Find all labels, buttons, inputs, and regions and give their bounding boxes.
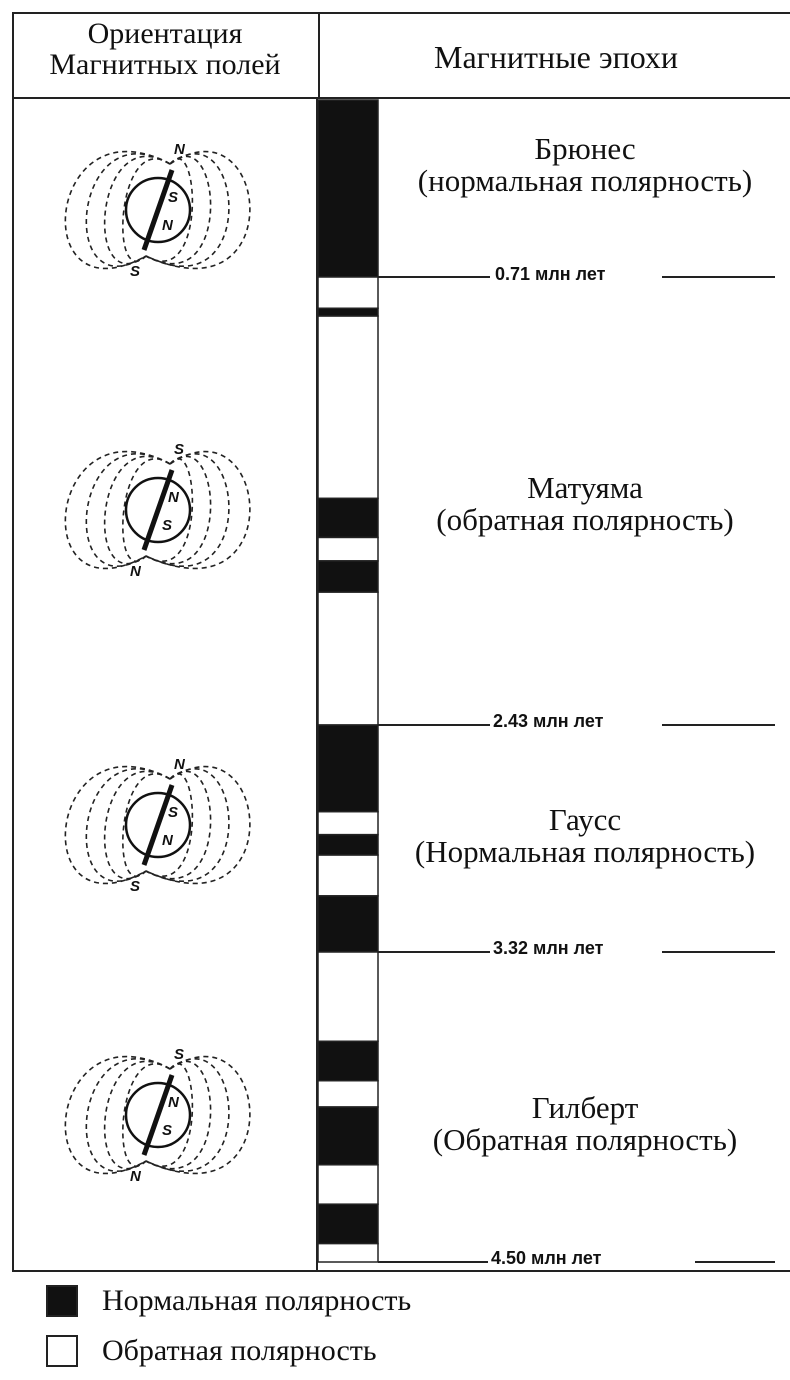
polarity-band-reversed	[318, 592, 378, 725]
polarity-band-normal	[318, 498, 378, 537]
epoch-name: Матуяма	[390, 472, 780, 504]
polarity-band-reversed	[318, 812, 378, 835]
outer-pole-top: S	[174, 1046, 184, 1063]
epoch-matuyama: Матуяма (обратная полярность)	[390, 472, 780, 536]
boundary-label-2: 3.32 млн лет	[490, 938, 606, 959]
inner-pole-bottom: N	[162, 217, 174, 234]
outer-pole-bottom: S	[130, 878, 140, 895]
polarity-band-normal	[318, 835, 378, 855]
boundary-label-0: 0.71 млн лет	[492, 264, 608, 285]
boundary-label-3: 4.50 млн лет	[488, 1248, 604, 1269]
inner-pole-top: S	[168, 189, 178, 206]
polarity-band-reversed	[318, 1165, 378, 1204]
inner-pole-bottom: S	[162, 1122, 172, 1139]
polarity-band-normal	[318, 561, 378, 592]
polarity-band-reversed	[318, 1244, 378, 1262]
epoch-gilbert: Гилберт (Обратная полярность)	[390, 1092, 780, 1156]
epoch-name: Брюнес	[390, 133, 780, 165]
outer-pole-bottom: N	[130, 563, 142, 580]
outer-pole-bottom: S	[130, 263, 140, 280]
legend-normal-label: Нормальная полярность	[102, 1284, 411, 1318]
inner-pole-bottom: N	[162, 832, 174, 849]
polarity-band-reversed	[318, 1081, 378, 1107]
outer-pole-top: N	[174, 141, 186, 158]
polarity-band-normal	[318, 308, 378, 316]
epoch-polarity: (нормальная полярность)	[390, 165, 780, 197]
epoch-name: Гилберт	[390, 1092, 780, 1124]
epoch-gauss: Гаусс (Нормальная полярность)	[380, 804, 790, 868]
polarity-band-normal	[318, 1204, 378, 1243]
outer-pole-top: N	[174, 756, 186, 773]
polarity-band-normal	[318, 100, 378, 277]
epoch-brunhes: Брюнес (нормальная полярность)	[390, 133, 780, 197]
polarity-band-normal	[318, 896, 378, 952]
inner-pole-top: N	[168, 1094, 180, 1111]
epoch-polarity: (Нормальная полярность)	[380, 836, 790, 868]
legend-reversed-label: Обратная полярность	[102, 1334, 377, 1368]
polarity-band-reversed	[318, 952, 378, 1041]
epoch-polarity: (Обратная полярность)	[390, 1124, 780, 1156]
inner-pole-top: S	[168, 804, 178, 821]
legend-normal-swatch	[46, 1285, 78, 1317]
polarity-band-reversed	[318, 537, 378, 560]
legend-reversed: Обратная полярность	[46, 1333, 377, 1369]
polarity-band-normal	[318, 1107, 378, 1165]
polarity-band-normal	[318, 1041, 378, 1080]
inner-pole-bottom: S	[162, 517, 172, 534]
epoch-name: Гаусс	[380, 804, 790, 836]
boundary-label-1: 2.43 млн лет	[490, 711, 606, 732]
legend-normal: Нормальная полярность	[46, 1283, 411, 1319]
inner-pole-top: N	[168, 489, 180, 506]
epoch-polarity: (обратная полярность)	[390, 504, 780, 536]
polarity-band-normal	[318, 725, 378, 812]
polarity-band-reversed	[318, 277, 378, 308]
legend-reversed-swatch	[46, 1335, 78, 1367]
outer-pole-top: S	[174, 441, 184, 458]
dipole-field-diagram: SNNS	[65, 756, 250, 895]
polarity-band-reversed	[318, 316, 378, 498]
outer-pole-bottom: N	[130, 1168, 142, 1185]
polarity-band-reversed	[318, 855, 378, 896]
